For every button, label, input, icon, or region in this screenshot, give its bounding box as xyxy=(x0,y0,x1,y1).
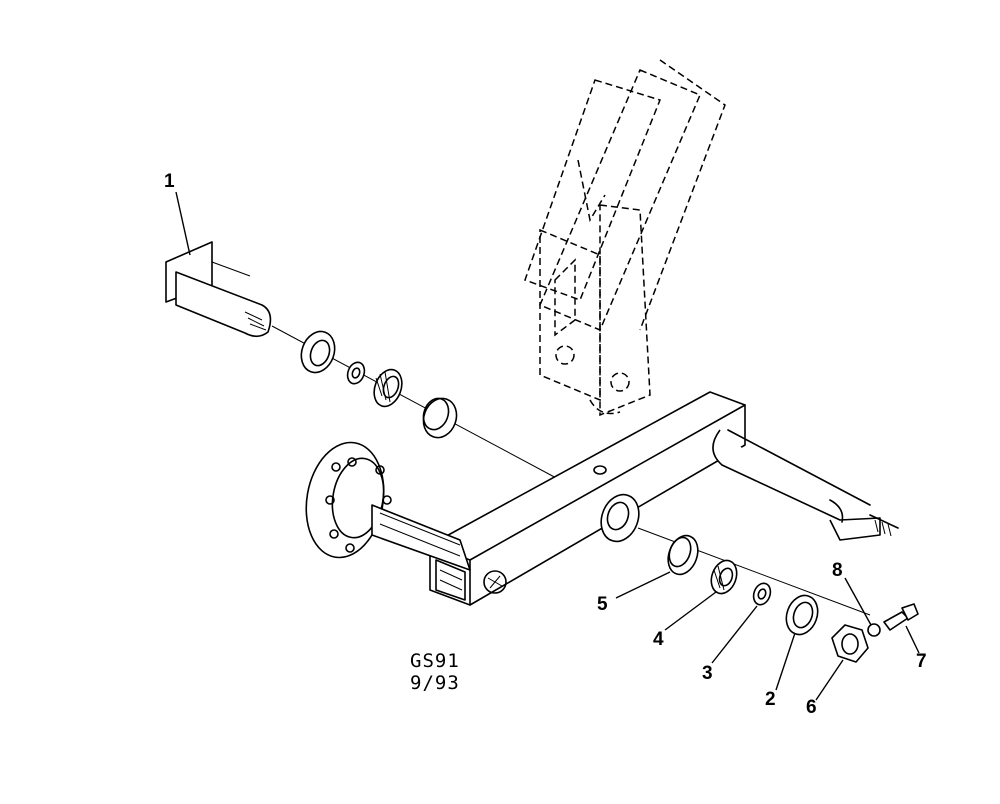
seal-upper xyxy=(300,330,336,374)
washer-lower xyxy=(752,582,772,606)
seal-lower xyxy=(785,594,819,636)
callout-3: 3 xyxy=(702,663,713,684)
bearing-cone-lower xyxy=(710,559,738,595)
callout-2: 2 xyxy=(765,689,776,710)
leader-lines xyxy=(175,191,920,701)
bearing-cone-upper xyxy=(373,368,403,408)
washer-upper xyxy=(346,361,366,385)
drawing-code: GS91 xyxy=(410,650,460,672)
spindle-bolt xyxy=(165,241,272,338)
callout-5: 5 xyxy=(597,594,608,615)
right-spindle xyxy=(712,429,899,541)
callout-8: 8 xyxy=(832,560,843,581)
callout-1: 1 xyxy=(164,171,175,192)
drawing-date: 9/93 xyxy=(410,672,460,694)
small-bolt xyxy=(883,603,919,631)
bearing-cup-lower xyxy=(667,534,699,576)
bearing-cup-upper xyxy=(422,397,458,439)
axle-tube xyxy=(429,391,746,606)
hub-flange xyxy=(305,441,471,571)
callout-4: 4 xyxy=(653,629,664,650)
frame-bracket-dashed xyxy=(524,59,726,417)
callout-6: 6 xyxy=(806,697,817,718)
small-nut xyxy=(867,623,881,637)
callout-7: 7 xyxy=(916,651,927,672)
castle-nut xyxy=(831,624,869,663)
